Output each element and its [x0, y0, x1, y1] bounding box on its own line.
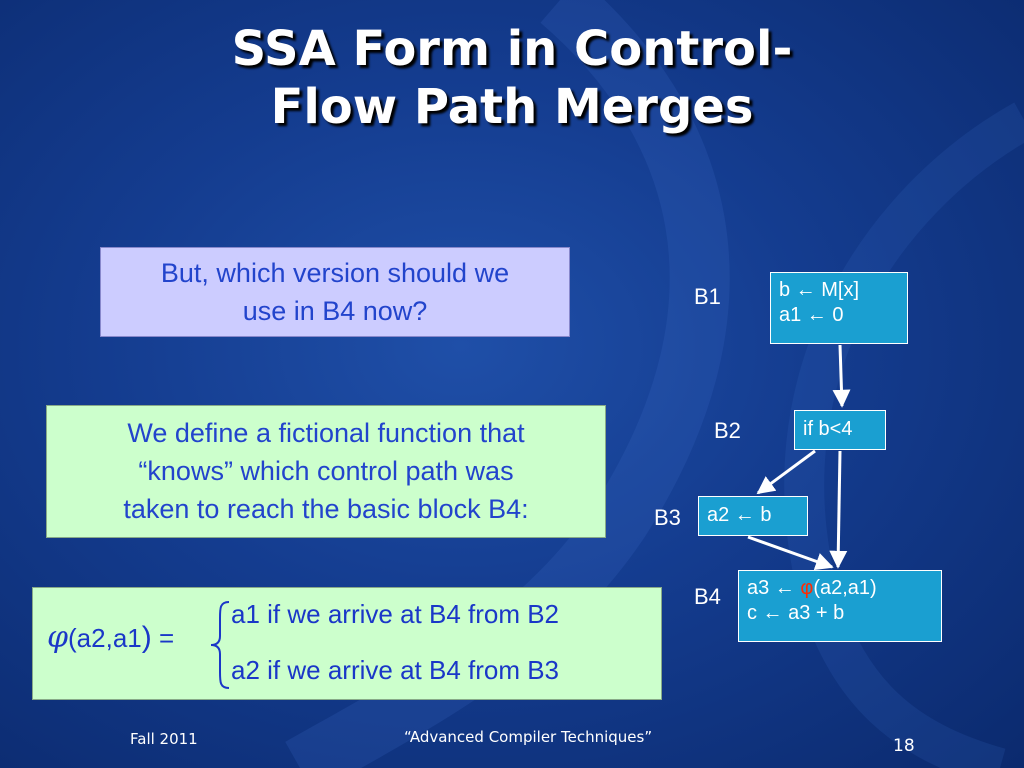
definition-line-2: “knows” which control path was — [138, 456, 514, 486]
title-line-1: SSA Form in Control- — [231, 21, 793, 77]
phi-case-b3: a2 if we arrive at B4 from B3 — [231, 655, 560, 685]
footer-date: Fall 2011 — [130, 730, 198, 748]
block-label-b4: B4 — [694, 584, 721, 609]
definition-line-1: We define a fictional function that — [127, 418, 525, 448]
b4-line-1: a3 ← φ(a2,a1) — [747, 576, 933, 601]
b4-line-1-prefix: a3 ← — [747, 577, 801, 599]
basic-block-b1: b ← M[x] a1 ← 0 — [770, 272, 908, 344]
question-line-2: use in B4 now? — [242, 296, 428, 326]
question-line-1: But, which version should we — [160, 258, 510, 288]
phi-case-b2: a1 if we arrive at B4 from B2 — [231, 599, 560, 629]
b4-line-2: c ← a3 + b — [747, 602, 845, 624]
b4-phi-symbol: φ — [800, 577, 814, 599]
basic-block-b3: a2 ← b — [698, 496, 808, 536]
phi-equals: = — [151, 623, 175, 653]
basic-block-b4: a3 ← φ(a2,a1) c ← a3 + b — [738, 570, 942, 642]
b3-line-1: a2 ← b — [707, 504, 772, 526]
definition-line-3: taken to reach the basic block B4: — [123, 494, 529, 524]
b4-line-1-args: (a2,a1) — [813, 577, 877, 599]
left-brace-icon — [210, 601, 230, 689]
phi-formula-box: φ(a2,a1) = a1 if we arrive at B4 from B2… — [32, 587, 662, 700]
block-label-b3: B3 — [654, 505, 681, 530]
b2-line-1: if b<4 — [803, 418, 853, 440]
phi-arguments: (a2,a1 — [68, 623, 142, 653]
phi-symbol: φ — [47, 620, 69, 655]
b1-line-2: a1 ← 0 — [779, 304, 844, 326]
phi-close-paren: ) — [141, 621, 152, 654]
footer-page-number: 18 — [893, 736, 915, 756]
block-label-b2: B2 — [714, 418, 741, 443]
block-label-b1: B1 — [694, 284, 721, 309]
b1-line-1: b ← M[x] — [779, 279, 860, 301]
slide-title: SSA Form in Control- Flow Path Merges — [0, 20, 1024, 136]
footer-course: “Advanced Compiler Techniques” — [404, 728, 653, 746]
basic-block-b2: if b<4 — [794, 410, 886, 450]
definition-box: We define a fictional function that “kno… — [46, 405, 606, 538]
title-line-2: Flow Path Merges — [270, 79, 754, 135]
question-box: But, which version should we use in B4 n… — [100, 247, 570, 337]
phi-function-expression: φ(a2,a1) = — [47, 618, 174, 658]
